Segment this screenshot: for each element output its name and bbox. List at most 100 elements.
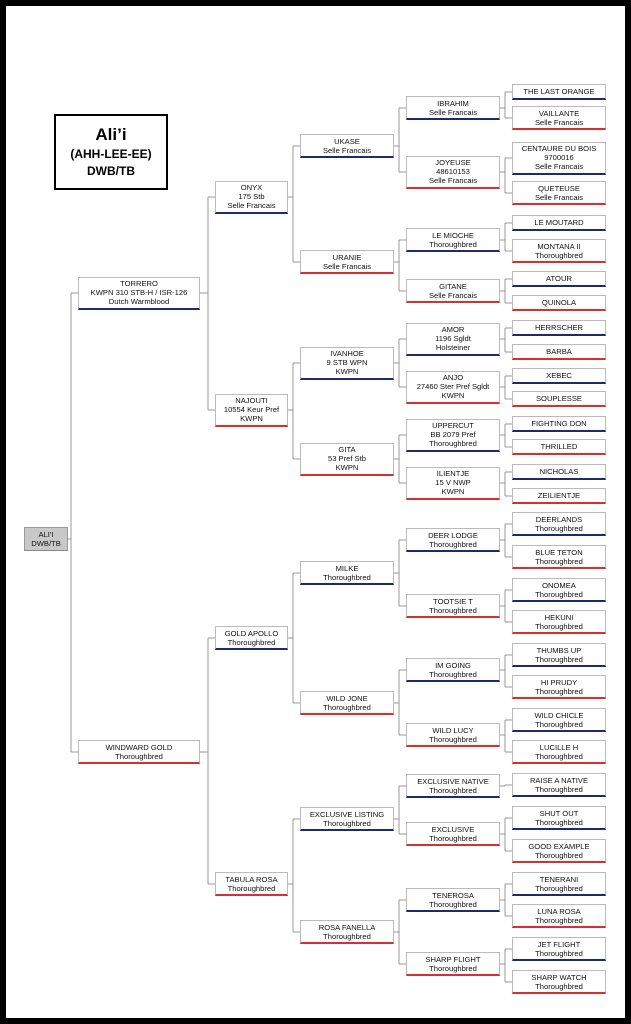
horse-detail: Thoroughbred xyxy=(429,833,477,843)
horse-detail: Thoroughbred xyxy=(429,785,477,795)
gen5-horse: THRILLED xyxy=(512,439,606,455)
gen5-horse: FIGHTING DON xyxy=(512,416,606,432)
horse-name: SHARP FLIGHT xyxy=(425,954,481,964)
horse-name: LUNA ROSA xyxy=(537,906,581,916)
horse-name: LE MOUTARD xyxy=(534,218,584,227)
horse-name: DEER LODGE xyxy=(428,530,478,540)
horse-name: SOUPLESSE xyxy=(535,394,582,403)
horse-detail: Selle Francais xyxy=(534,117,584,127)
horse-name: EXCLUSIVE LISTING xyxy=(309,809,385,819)
horse-name: WILD LUCY xyxy=(432,725,474,735)
horse-name: BLUE TETON xyxy=(535,547,583,557)
horse-name: GOLD APOLLO xyxy=(224,628,279,638)
horse-name: ONYX xyxy=(240,183,263,192)
horse-detail: Thoroughbred xyxy=(535,719,583,729)
horse-detail: KWPN xyxy=(335,367,359,376)
horse-name: URANIE xyxy=(332,252,362,262)
horse-detail: Thoroughbred xyxy=(535,915,583,925)
gen5-horse: ATOUR xyxy=(512,271,606,287)
horse-name: MONTANA II xyxy=(537,241,581,251)
gen5-horse: HERRSCHER xyxy=(512,320,606,336)
horse-name: THE LAST ORANGE xyxy=(523,87,595,96)
horse-name: TABULA ROSA xyxy=(225,874,278,884)
horse-detail: Thoroughbred xyxy=(429,963,477,973)
horse-name: CENTAURE DU BOIS xyxy=(521,144,597,153)
horse-detail: Holsteiner xyxy=(435,343,471,352)
horse-detail: Thoroughbred xyxy=(323,572,371,582)
horse-name: ANJO xyxy=(442,373,464,382)
horse-name: UKASE xyxy=(334,136,360,146)
horse-detail: Thoroughbred xyxy=(535,654,583,664)
horse-name: ONOMEA xyxy=(542,580,576,590)
horse-name: ATOUR xyxy=(546,274,572,283)
horse-name: QUINOLA xyxy=(541,298,577,307)
horse-detail: 48610153 xyxy=(436,167,470,176)
horse-name: WILD CHICLE xyxy=(534,710,584,720)
horse-name: EXCLUSIVE NATIVE xyxy=(417,776,489,786)
horse-name: TOOTSIE T xyxy=(433,596,473,606)
horse-name: TORRERO xyxy=(120,279,158,288)
horse-detail: Thoroughbred xyxy=(115,751,163,761)
horse-name: ZEILIENTJE xyxy=(537,491,581,500)
horse-name: EXCLUSIVE xyxy=(431,824,475,834)
horse-detail: Thoroughbred xyxy=(535,556,583,566)
gen5-horse: ZEILIENTJE xyxy=(512,488,606,504)
horse-detail: 15 V NWP xyxy=(435,478,471,487)
horse-detail: Thoroughbred xyxy=(535,621,583,631)
horse-name: TENERANI xyxy=(539,874,579,884)
horse-name: IBRAHIM xyxy=(437,98,469,108)
horse-name: GITA xyxy=(338,445,356,454)
horse-detail: 9700016 xyxy=(544,153,574,162)
horse-name: GITANE xyxy=(439,281,467,291)
horse-detail: Thoroughbred xyxy=(535,981,583,991)
horse-detail: Thoroughbred xyxy=(429,899,477,909)
horse-name: GOOD EXAMPLE xyxy=(528,841,590,851)
horse-name: MILKE xyxy=(335,563,359,573)
horse-name: QUETEUSE xyxy=(538,183,580,193)
horse-name: NICHOLAS xyxy=(539,467,579,476)
gen5-horse: XEBEC xyxy=(512,368,606,384)
horse-name: THRILLED xyxy=(540,442,578,451)
gen5-horse: SOUPLESSE xyxy=(512,391,606,407)
horse-name: VAILLANTE xyxy=(538,108,580,118)
horse-name: THUMBS UP xyxy=(536,645,582,655)
horse-name: AMOR xyxy=(441,325,465,334)
horse-detail: Thoroughbred xyxy=(323,818,371,828)
horse-name: JOYEUSE xyxy=(435,158,471,167)
horse-name: LE MIOCHE xyxy=(432,230,474,240)
horse-detail: 175 Stb xyxy=(238,192,265,201)
horse-name: XEBEC xyxy=(546,371,572,380)
horse-detail: Thoroughbred xyxy=(227,883,276,893)
horse-name: NAJOUTI xyxy=(235,396,268,405)
horse-detail: Thoroughbred xyxy=(323,931,371,941)
horse-detail: Thoroughbred xyxy=(535,751,583,761)
horse-detail: Thoroughbred xyxy=(429,669,477,679)
horse-detail: Selle Francais xyxy=(428,290,478,300)
